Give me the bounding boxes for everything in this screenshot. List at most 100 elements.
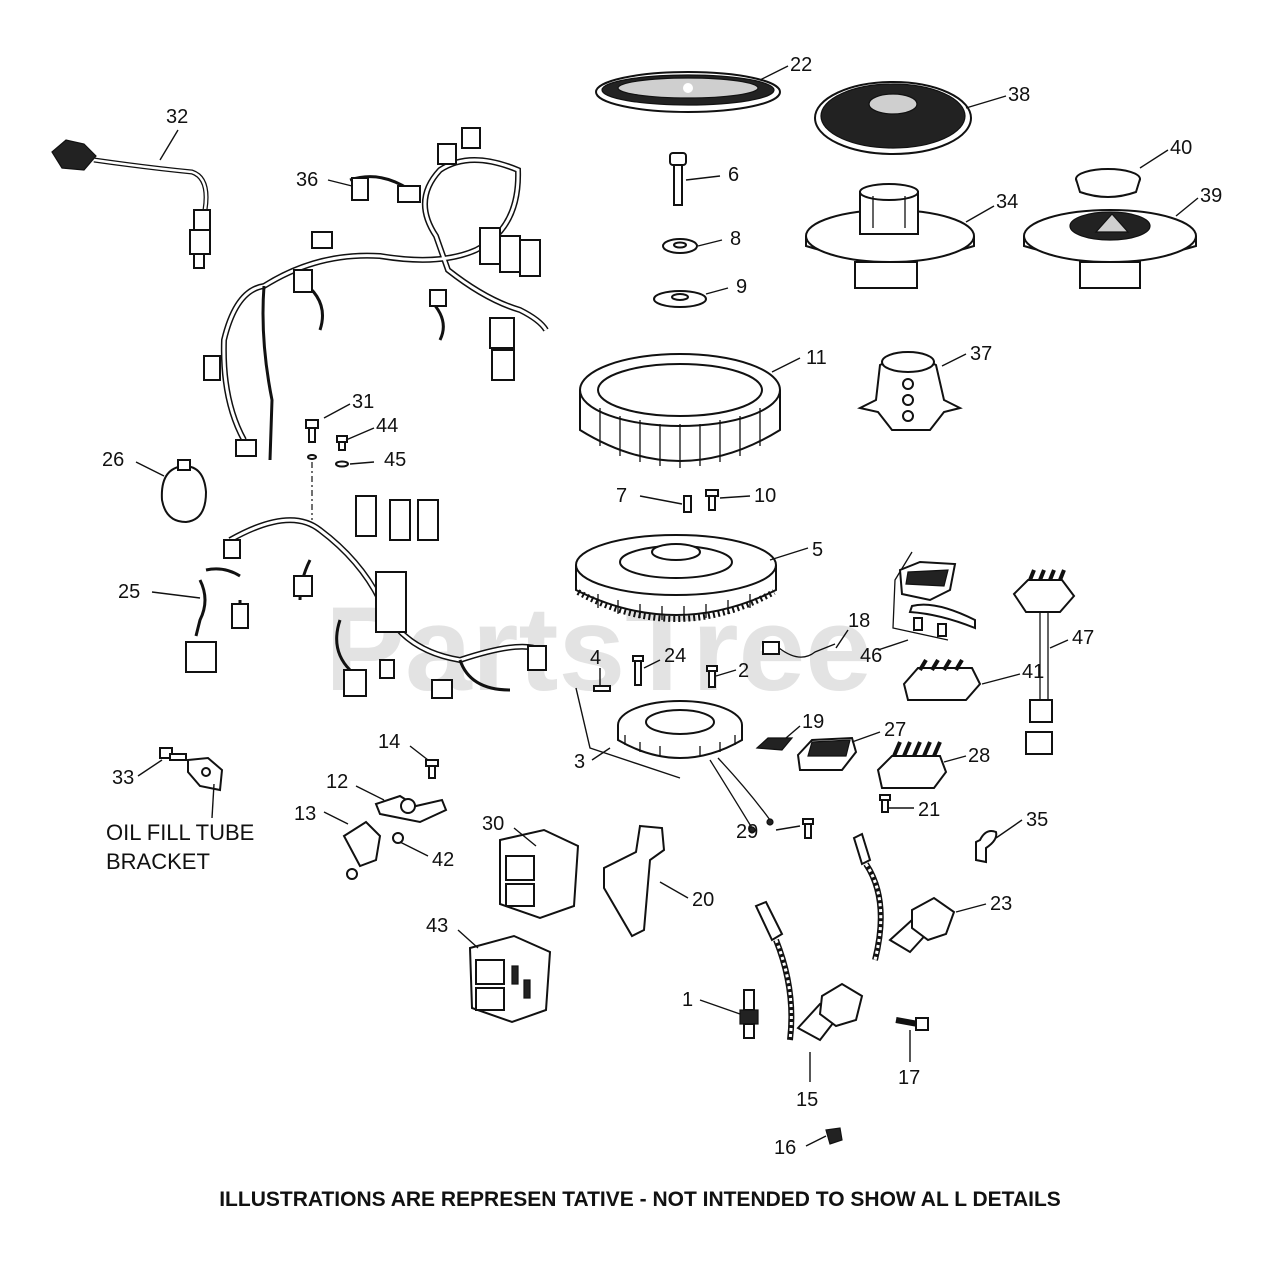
callout-35: 35 <box>1026 809 1048 831</box>
part-7-pin <box>683 495 692 513</box>
callout-14: 14 <box>378 731 400 753</box>
part-18-sensor <box>762 641 836 658</box>
part-6-bolt <box>669 152 687 206</box>
part-17-bolt <box>895 1017 929 1031</box>
callout-44: 44 <box>376 415 398 437</box>
callout-40: 40 <box>1170 137 1192 159</box>
part-32-oxygen-sensor <box>51 139 211 269</box>
callout-22: 22 <box>790 54 812 76</box>
part-10-screw <box>705 489 719 511</box>
callout-20: 20 <box>692 889 714 911</box>
callout-23: 23 <box>990 893 1012 915</box>
part-2-bolt <box>706 665 718 688</box>
part-13-sensor <box>342 820 382 880</box>
callout-4: 4 <box>590 647 601 669</box>
part-21-screw <box>879 794 891 813</box>
callout-38: 38 <box>1008 84 1030 106</box>
part-29-screw <box>802 818 814 839</box>
callout-29: 29 <box>736 821 758 843</box>
part-27-module <box>796 736 858 771</box>
part-46-kit <box>892 551 976 641</box>
part-38-grille <box>814 81 972 155</box>
callout-36: 36 <box>296 169 318 191</box>
callout-19: 19 <box>802 711 824 733</box>
part-23-ignition-coil <box>852 832 956 961</box>
callout-15: 15 <box>796 1089 818 1111</box>
callout-16: 16 <box>774 1137 796 1159</box>
callout-30: 30 <box>482 813 504 835</box>
callout-numbers: 22 38 40 39 34 6 8 9 11 37 7 10 5 18 46 … <box>102 54 1222 1159</box>
callout-18: 18 <box>848 610 870 632</box>
part-42-plug <box>392 832 404 844</box>
callout-32: 32 <box>166 106 188 128</box>
callout-26: 26 <box>102 449 124 471</box>
part-20-bracket <box>603 824 666 938</box>
part-44-bolt <box>336 435 348 451</box>
callout-12: 12 <box>326 771 348 793</box>
part-5-flywheel <box>575 534 777 622</box>
callout-5: 5 <box>812 539 823 561</box>
callout-21: 21 <box>918 799 940 821</box>
callout-25: 25 <box>118 581 140 603</box>
callout-42: 42 <box>432 849 454 871</box>
callout-17: 17 <box>898 1067 920 1089</box>
part-15-ignition-coil <box>754 900 864 1042</box>
part-4-screw <box>593 685 611 692</box>
callout-41: 41 <box>1022 661 1044 683</box>
callout-1: 1 <box>682 989 693 1011</box>
callout-46: 46 <box>860 645 882 667</box>
callout-27: 27 <box>884 719 906 741</box>
callout-39: 39 <box>1200 185 1222 207</box>
part-12-bracket <box>374 794 448 824</box>
part-39-fan-housing <box>1023 209 1197 289</box>
callout-9: 9 <box>736 276 747 298</box>
part-3-stator <box>617 700 774 834</box>
part-1-spark-plug <box>739 989 759 1039</box>
part-34-fan-housing <box>805 183 975 289</box>
callout-45: 45 <box>384 449 406 471</box>
part-33-bracket <box>159 747 224 792</box>
callout-43: 43 <box>426 915 448 937</box>
callout-28: 28 <box>968 745 990 767</box>
callout-10: 10 <box>754 485 776 507</box>
oil-fill-tube-label-line2: BRACKET <box>106 849 210 874</box>
callout-34: 34 <box>996 191 1018 213</box>
callout-6: 6 <box>728 164 739 186</box>
part-11-cooling-fan <box>579 353 781 468</box>
part-40-cap <box>1075 168 1141 198</box>
part-47-regulator-harness <box>1012 569 1076 755</box>
part-19-pad <box>755 737 794 751</box>
footer-disclaimer: ILLUSTRATIONS ARE REPRESEN TATIVE - NOT … <box>219 1188 1061 1211</box>
callout-7: 7 <box>616 485 627 507</box>
callout-37: 37 <box>970 343 992 365</box>
part-9-washer <box>653 290 707 308</box>
callout-31: 31 <box>352 391 374 413</box>
oil-fill-tube-label-line1: OIL FILL TUBE <box>106 820 254 845</box>
part-45-washer <box>335 460 349 468</box>
part-30-control-module <box>499 828 580 920</box>
callout-8: 8 <box>730 228 741 250</box>
callout-3: 3 <box>574 751 585 773</box>
part-25-wiring-harness <box>185 495 547 699</box>
part-36-wiring-harness <box>203 127 549 461</box>
callout-47: 47 <box>1072 627 1094 649</box>
part-28-regulator <box>876 741 948 789</box>
leader-lines <box>135 65 1199 1147</box>
part-14-screw <box>425 759 439 779</box>
callout-11: 11 <box>806 347 827 369</box>
part-22-screen <box>595 71 781 113</box>
part-31-bolt <box>305 419 319 520</box>
part-41-regulator <box>902 658 982 701</box>
part-16-clip <box>825 1127 843 1145</box>
part-35-clip <box>975 830 998 864</box>
callout-24: 24 <box>664 645 686 667</box>
callout-33: 33 <box>112 767 134 789</box>
callout-2: 2 <box>738 660 749 682</box>
part-24-bolt <box>632 655 644 686</box>
part-8-washer <box>662 238 698 254</box>
part-43-control-module <box>468 934 552 1024</box>
callout-13: 13 <box>294 803 316 825</box>
part-37-bracket <box>857 351 963 431</box>
part-26-clamp <box>160 459 208 524</box>
